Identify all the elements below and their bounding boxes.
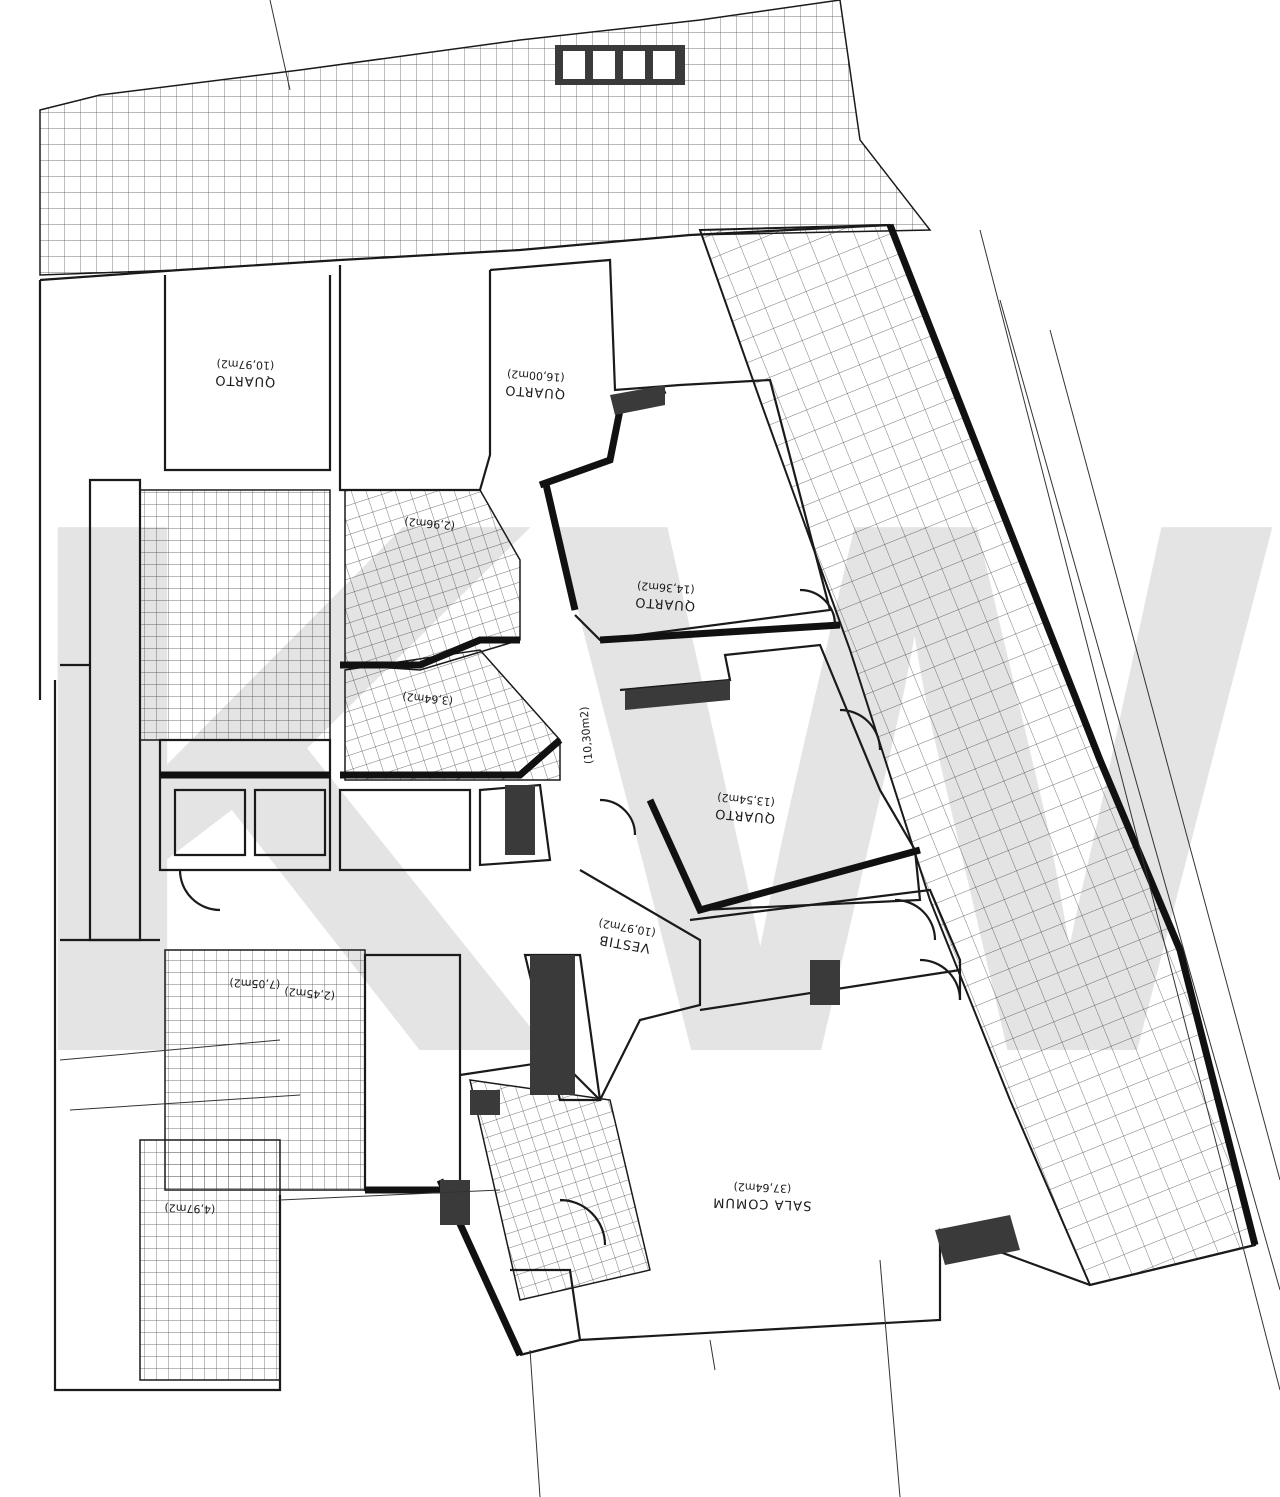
room-area-service-2: (7,05m2) — [229, 976, 280, 991]
room-area-wc-1: (2,96m2) — [404, 515, 456, 532]
room-area-quarto-1: (10,97m2) — [216, 357, 274, 372]
room-area-corridor: (10,30m2) — [578, 706, 596, 765]
room-label-sala: SALA COMUM — [712, 1194, 812, 1212]
interior-walls — [60, 258, 962, 1341]
room-area-wc-3: (4,97m2) — [164, 1201, 215, 1216]
room-label-quarto-3: QUARTO — [634, 594, 696, 613]
room-area-quarto-3: (14,36m2) — [637, 579, 696, 596]
room-area-quarto-4: (13,54m2) — [717, 791, 776, 809]
room-area-wc-2: (3,64m2) — [402, 690, 454, 707]
room-area-quarto-2: (16,00m2) — [507, 367, 566, 384]
dimension-lines — [59, 0, 1280, 1497]
fixtures — [440, 45, 1020, 1265]
stair-block — [139, 489, 366, 1381]
room-area-service-1: (2,45m2) — [284, 985, 336, 1002]
room-label-quarto-1: QUARTO — [214, 372, 275, 389]
room-label-quarto-4: QUARTO — [714, 805, 776, 825]
room-area-sala: (37,64m2) — [733, 1180, 791, 1195]
room-label-quarto-2: QUARTO — [504, 382, 566, 401]
door-swings — [178, 588, 962, 1246]
